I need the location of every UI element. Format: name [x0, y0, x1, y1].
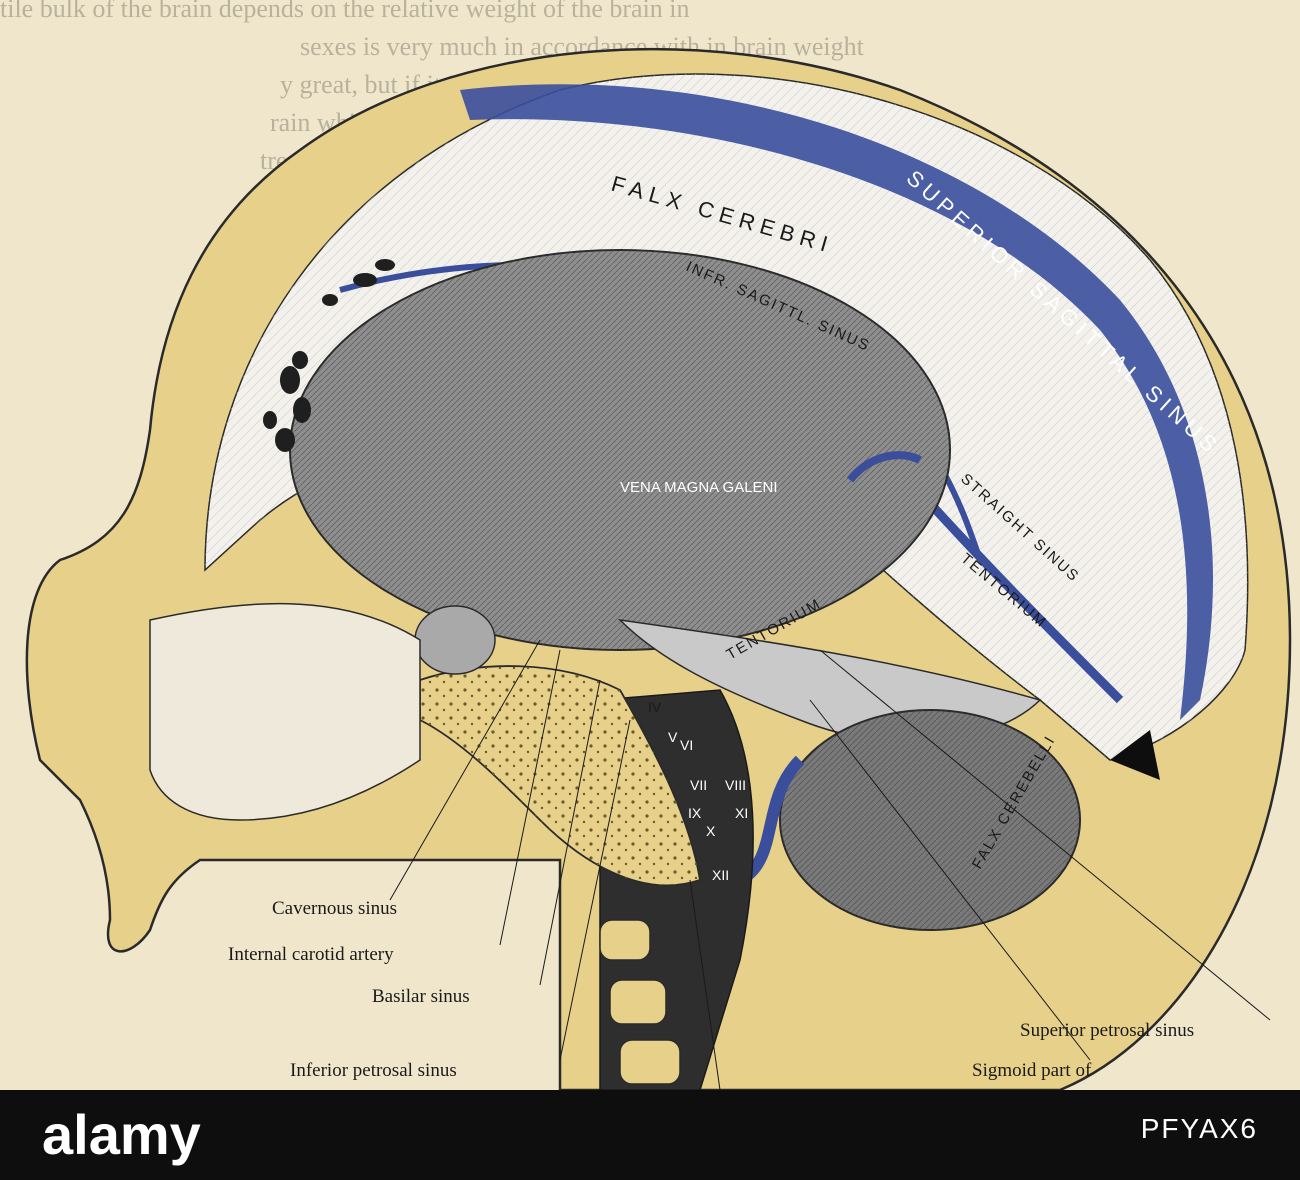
- nerve-x-label: X: [706, 823, 716, 839]
- nerve-xi-label: XI: [735, 805, 748, 821]
- cervical-vertebrae: [599, 919, 681, 1085]
- leader-lines: [389, 639, 1271, 1090]
- stock-footer-bar: [0, 1090, 1300, 1180]
- background-text-line: tile bulk of the brain depends on the re…: [0, 0, 690, 23]
- nerve-iv-label: IV: [648, 699, 662, 715]
- callout-sigmoid-part: Sigmoid part of: [972, 1060, 1092, 1081]
- nerve-vii-label: VII: [690, 777, 707, 793]
- callout-superior-petrosal-sinus: Superior petrosal sinus: [1020, 1020, 1195, 1041]
- svg-text:alamy: alamy: [42, 1103, 201, 1166]
- frontal-bone-cavities: [263, 259, 395, 452]
- nerve-xii-label: XII: [712, 867, 729, 883]
- cranial-nerve-labels: IV V VI VII VIII IX X XI XII: [648, 699, 748, 883]
- nerve-v-label: V: [668, 729, 678, 745]
- sphenoid-sinus: [414, 605, 496, 675]
- callout-basilar-sinus: Basilar sinus: [372, 986, 470, 1007]
- callout-inferior-petrosal-sinus: Inferior petrosal sinus: [290, 1060, 457, 1081]
- nerve-viii-label: VIII: [725, 777, 746, 793]
- callout-internal-carotid-artery: Internal carotid artery: [228, 944, 394, 965]
- callout-cavernous-sinus: Cavernous sinus: [272, 898, 398, 919]
- anatomy-figure: tile bulk of the brain depends on the re…: [0, 0, 1292, 1090]
- vena-magna-galeni-vessel: [846, 451, 922, 483]
- nasal-cavity: [149, 602, 421, 821]
- label-vena-magna-galeni: VENA MAGNA GALENI: [620, 479, 778, 496]
- confluence-of-sinuses: [1110, 730, 1160, 780]
- alamy-logo: alamy: [42, 1103, 201, 1166]
- sagittal-head-section: FALX CEREBRI SUPERIOR SAGITTAL SINUS INF…: [25, 47, 1292, 1090]
- nerve-ix-label: IX: [688, 805, 702, 821]
- stock-image-code: PFYAX6: [1140, 1113, 1258, 1144]
- superior-sagittal-sinus-band: [460, 84, 1214, 720]
- nerve-vi-label: VI: [680, 737, 693, 753]
